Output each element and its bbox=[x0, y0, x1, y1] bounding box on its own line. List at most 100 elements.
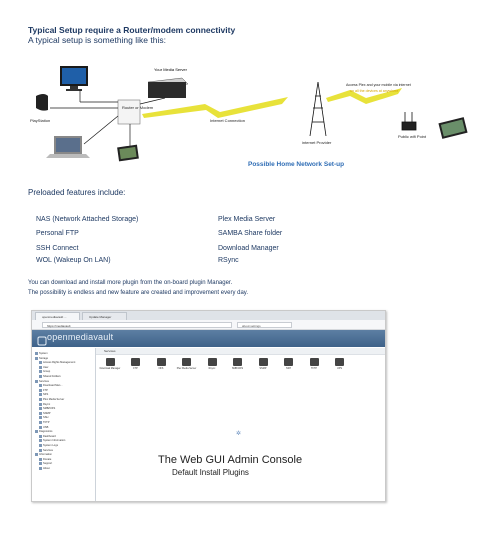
nav-item-icon bbox=[39, 384, 42, 388]
feature-left-4: WOL (Wakeup On LAN) bbox=[36, 257, 111, 264]
nav-item-icon bbox=[39, 457, 42, 461]
nav-item-label: Group bbox=[43, 370, 51, 374]
nav-item-label: Services bbox=[39, 379, 49, 383]
media-server-icon bbox=[147, 77, 189, 98]
browser-toolbar: https://mediavault about:settings bbox=[32, 320, 385, 330]
plugin-label: Download Manager bbox=[99, 367, 121, 370]
nav-item-icon bbox=[39, 467, 42, 470]
nav-item-icon bbox=[35, 356, 38, 360]
sidebar-item[interactable]: Storage bbox=[35, 356, 48, 360]
browser-tab-omv[interactable]: openmediavault ... bbox=[35, 312, 80, 320]
browser-tab-bar: openmediavault ... Update Manager bbox=[32, 311, 385, 320]
nav-item-label: Access Rights Management bbox=[43, 361, 76, 365]
sidebar-item[interactable]: User bbox=[39, 365, 48, 369]
nav-item-label: Shared Folders bbox=[43, 375, 61, 379]
feature-right-1: Plex Media Server bbox=[218, 216, 276, 223]
browser-search[interactable]: about:settings bbox=[237, 321, 292, 328]
plugin-tile[interactable]: TFTP bbox=[302, 358, 326, 370]
plugin-tile[interactable]: Plex Media Server bbox=[175, 358, 199, 370]
sidebar-item[interactable]: Shared Folders bbox=[39, 375, 61, 378]
nav-item-label: USB bbox=[43, 425, 49, 429]
plugin-icon bbox=[105, 358, 115, 366]
sidebar-item[interactable]: Donate bbox=[39, 457, 51, 461]
nav-item-label: FTP bbox=[43, 388, 48, 392]
nav-item-icon bbox=[35, 430, 38, 434]
browser-tab-update[interactable]: Update Manager bbox=[82, 312, 127, 320]
plugin-icon bbox=[309, 358, 319, 366]
feature-right-4: RSync bbox=[218, 257, 239, 264]
plugin-tile[interactable]: NFS bbox=[149, 358, 173, 370]
sidebar-item[interactable]: Rsync bbox=[39, 402, 51, 406]
tablet-right-icon bbox=[438, 117, 468, 139]
console-subtitle: Default Install Plugins bbox=[172, 468, 249, 477]
plugin-label: NFS bbox=[158, 367, 164, 370]
sidebar-item[interactable]: Download Man... bbox=[39, 384, 62, 387]
lightning-bolt-icon bbox=[142, 88, 402, 118]
nav-item-label: About bbox=[43, 467, 50, 471]
possibility-note: The possibility is endless and new featu… bbox=[28, 290, 249, 296]
content-toolbar: Services bbox=[96, 348, 385, 355]
plugin-label: TFTP bbox=[311, 367, 317, 370]
nav-item-icon bbox=[39, 462, 42, 466]
laptop-icon bbox=[46, 136, 90, 158]
plugin-tile[interactable]: SMB/CIFS bbox=[226, 358, 250, 370]
sidebar-item[interactable]: Group bbox=[39, 370, 51, 374]
nav-item-label: System Information bbox=[43, 439, 66, 443]
plugin-icon bbox=[233, 358, 242, 366]
sidebar-item[interactable]: About bbox=[39, 467, 50, 470]
tablet-icon bbox=[117, 144, 139, 162]
omv-logo-text: openmediavault bbox=[47, 332, 114, 342]
nav-item-label: Rsync bbox=[43, 402, 51, 406]
nav-item-label: Information bbox=[39, 453, 52, 457]
address-bar[interactable]: https://mediavault bbox=[42, 321, 232, 328]
connection-lines bbox=[50, 90, 166, 146]
sidebar-item[interactable]: Information bbox=[35, 453, 52, 456]
internet-label: Internet Connection bbox=[210, 118, 245, 123]
sidebar-item[interactable]: SMB/CIFS bbox=[39, 407, 55, 410]
sidebar-item[interactable]: FTP bbox=[39, 388, 48, 392]
nav-item-icon bbox=[39, 388, 42, 392]
sidebar-item[interactable]: Access Rights Management bbox=[39, 361, 75, 364]
sidebar-item[interactable]: Plex Media Server bbox=[39, 398, 64, 401]
nav-item-label: System bbox=[39, 352, 48, 356]
nav-item-icon bbox=[39, 370, 42, 374]
sidebar-item[interactable]: NFS bbox=[39, 393, 48, 397]
sidebar-item[interactable]: System bbox=[35, 352, 48, 355]
sidebar-item[interactable]: Diagnostics bbox=[35, 430, 52, 433]
feature-left-1: NAS (Network Attached Storage) bbox=[36, 216, 139, 223]
sidebar-item[interactable]: Support bbox=[39, 462, 52, 466]
plugin-tile[interactable]: FTP bbox=[124, 358, 148, 370]
sidebar-item[interactable]: System Logs bbox=[39, 444, 58, 447]
nav-item-icon bbox=[39, 416, 42, 420]
plugin-tile[interactable]: Rsync bbox=[200, 358, 224, 370]
wifi-label: Public wifi Point bbox=[398, 134, 427, 139]
monitor-icon bbox=[60, 66, 88, 91]
nav-item-icon bbox=[39, 402, 42, 406]
nav-item-icon bbox=[35, 352, 38, 355]
tower-icon bbox=[309, 81, 327, 137]
plugin-tile[interactable]: SSH bbox=[277, 358, 301, 370]
sidebar-item[interactable]: SNMP bbox=[39, 411, 51, 415]
plugin-label: SMB/CIFS bbox=[231, 367, 244, 370]
sidebar-item[interactable]: System Information bbox=[39, 439, 66, 443]
omv-header: openmediavault bbox=[32, 330, 385, 347]
sidebar-item[interactable]: SSH bbox=[39, 416, 49, 420]
media-server-label: Your Media Server bbox=[154, 67, 188, 72]
plugin-tile[interactable]: UPS bbox=[328, 358, 352, 370]
nav-item-label: SSH bbox=[43, 416, 49, 420]
sidebar-item[interactable]: USB bbox=[39, 425, 49, 429]
plugin-label: SSH bbox=[286, 367, 291, 370]
content-breadcrumb: Services bbox=[104, 349, 116, 353]
plugin-note: You can download and install more plugin… bbox=[28, 280, 233, 286]
sidebar-item[interactable]: TFTP bbox=[39, 421, 49, 424]
features-heading: Preloaded features include: bbox=[28, 188, 126, 197]
plugin-tile[interactable]: SNMP bbox=[251, 358, 275, 370]
loading-spinner-icon: ✲ bbox=[236, 431, 242, 437]
access-label-2: on all the devices at anywhere bbox=[350, 89, 398, 93]
sidebar-item[interactable]: Dashboard bbox=[39, 434, 56, 438]
plugin-icon bbox=[131, 358, 140, 366]
nav-item-icon bbox=[35, 453, 38, 457]
sidebar-item[interactable]: Services bbox=[39, 448, 53, 452]
sidebar-item[interactable]: Services bbox=[35, 379, 49, 383]
plugin-tile[interactable]: Download Manager bbox=[98, 358, 122, 370]
